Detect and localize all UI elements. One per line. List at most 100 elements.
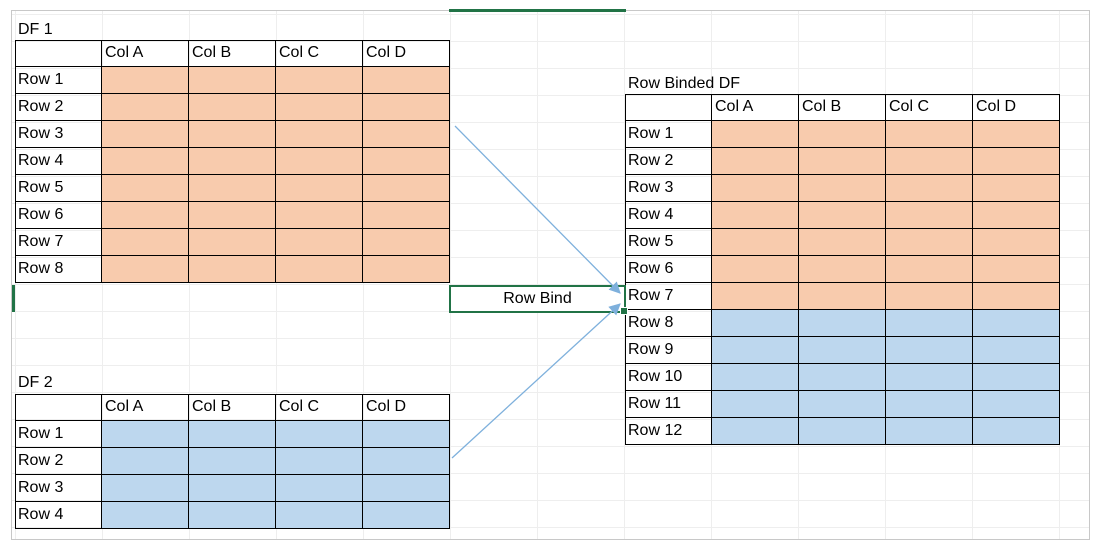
result-row-label[interactable]: Row 12 (625, 418, 712, 445)
df1-data-cell[interactable] (276, 67, 363, 94)
df1-row-label[interactable]: Row 5 (15, 175, 102, 202)
result-data-cell[interactable] (799, 256, 886, 283)
result-data-cell[interactable] (712, 337, 799, 364)
df1-data-cell[interactable] (189, 94, 276, 121)
df1-data-cell[interactable] (276, 148, 363, 175)
result-data-cell[interactable] (712, 121, 799, 148)
result-data-cell[interactable] (712, 148, 799, 175)
df1-row-label[interactable]: Row 1 (15, 67, 102, 94)
result-row-label[interactable]: Row 5 (625, 229, 712, 256)
result-row-label[interactable]: Row 11 (625, 391, 712, 418)
result-data-cell[interactable] (799, 148, 886, 175)
result-data-cell[interactable] (886, 310, 973, 337)
result-data-cell[interactable] (712, 283, 799, 310)
df2-row-label[interactable]: Row 1 (15, 421, 102, 448)
result-data-cell[interactable] (799, 391, 886, 418)
df1-row-label[interactable]: Row 4 (15, 148, 102, 175)
df2-data-cell[interactable] (363, 502, 450, 529)
df2-column-header[interactable]: Col A (102, 394, 189, 421)
result-row-label[interactable]: Row 4 (625, 202, 712, 229)
df1-row-label[interactable]: Row 2 (15, 94, 102, 121)
df1-data-cell[interactable] (102, 94, 189, 121)
result-data-cell[interactable] (973, 148, 1060, 175)
result-data-cell[interactable] (886, 121, 973, 148)
df1-data-cell[interactable] (189, 121, 276, 148)
df2-row-label[interactable]: Row 2 (15, 448, 102, 475)
df1-data-cell[interactable] (276, 121, 363, 148)
result-data-cell[interactable] (886, 364, 973, 391)
df1-data-cell[interactable] (189, 67, 276, 94)
df2-data-cell[interactable] (102, 421, 189, 448)
df1-row-label[interactable]: Row 6 (15, 202, 102, 229)
result-data-cell[interactable] (712, 229, 799, 256)
df1-data-cell[interactable] (102, 229, 189, 256)
df1-data-cell[interactable] (102, 175, 189, 202)
result-data-cell[interactable] (886, 148, 973, 175)
df1-data-cell[interactable] (102, 121, 189, 148)
df1-data-cell[interactable] (276, 229, 363, 256)
result-corner-cell[interactable] (625, 94, 712, 121)
df1-data-cell[interactable] (189, 256, 276, 283)
df1-data-cell[interactable] (363, 148, 450, 175)
result-data-cell[interactable] (799, 202, 886, 229)
result-data-cell[interactable] (973, 256, 1060, 283)
df2-data-cell[interactable] (189, 448, 276, 475)
df1-data-cell[interactable] (276, 94, 363, 121)
df1-data-cell[interactable] (363, 94, 450, 121)
df1-data-cell[interactable] (189, 229, 276, 256)
result-data-cell[interactable] (799, 283, 886, 310)
df2-column-header[interactable]: Col C (276, 394, 363, 421)
result-data-cell[interactable] (712, 418, 799, 445)
result-column-header[interactable]: Col C (886, 94, 973, 121)
df1-column-header[interactable]: Col D (363, 40, 450, 67)
df2-data-cell[interactable] (102, 475, 189, 502)
result-data-cell[interactable] (973, 310, 1060, 337)
df2-data-cell[interactable] (276, 421, 363, 448)
result-row-label[interactable]: Row 10 (625, 364, 712, 391)
result-row-label[interactable]: Row 3 (625, 175, 712, 202)
df2-row-label[interactable]: Row 4 (15, 502, 102, 529)
df1-data-cell[interactable] (363, 175, 450, 202)
df1-data-cell[interactable] (363, 121, 450, 148)
df1-column-header[interactable]: Col C (276, 40, 363, 67)
result-data-cell[interactable] (712, 202, 799, 229)
df1-data-cell[interactable] (102, 148, 189, 175)
df1-row-label[interactable]: Row 3 (15, 121, 102, 148)
df2-column-header[interactable]: Col B (189, 394, 276, 421)
df1-data-cell[interactable] (189, 148, 276, 175)
df2-data-cell[interactable] (363, 448, 450, 475)
df2-data-cell[interactable] (189, 502, 276, 529)
result-data-cell[interactable] (973, 229, 1060, 256)
result-row-label[interactable]: Row 1 (625, 121, 712, 148)
df2-data-cell[interactable] (102, 502, 189, 529)
result-row-label[interactable]: Row 7 (625, 283, 712, 310)
result-data-cell[interactable] (712, 256, 799, 283)
df1-data-cell[interactable] (363, 202, 450, 229)
df1-column-header[interactable]: Col A (102, 40, 189, 67)
result-data-cell[interactable] (799, 364, 886, 391)
df1-data-cell[interactable] (363, 229, 450, 256)
result-data-cell[interactable] (886, 283, 973, 310)
df1-data-cell[interactable] (363, 256, 450, 283)
df1-data-cell[interactable] (189, 175, 276, 202)
result-data-cell[interactable] (886, 202, 973, 229)
df1-data-cell[interactable] (189, 202, 276, 229)
df1-data-cell[interactable] (102, 202, 189, 229)
df1-row-label[interactable]: Row 8 (15, 256, 102, 283)
result-data-cell[interactable] (973, 391, 1060, 418)
result-row-label[interactable]: Row 2 (625, 148, 712, 175)
df2-data-cell[interactable] (276, 448, 363, 475)
result-data-cell[interactable] (886, 175, 973, 202)
fill-handle[interactable] (620, 307, 628, 315)
result-data-cell[interactable] (799, 418, 886, 445)
result-column-header[interactable]: Col D (973, 94, 1060, 121)
result-data-cell[interactable] (886, 418, 973, 445)
result-column-header[interactable]: Col A (712, 94, 799, 121)
row-bind-label[interactable]: Row Bind (449, 285, 628, 315)
df2-data-cell[interactable] (102, 448, 189, 475)
result-data-cell[interactable] (973, 121, 1060, 148)
df2-corner-cell[interactable] (15, 394, 102, 421)
result-data-cell[interactable] (712, 175, 799, 202)
result-data-cell[interactable] (973, 202, 1060, 229)
df2-data-cell[interactable] (276, 502, 363, 529)
